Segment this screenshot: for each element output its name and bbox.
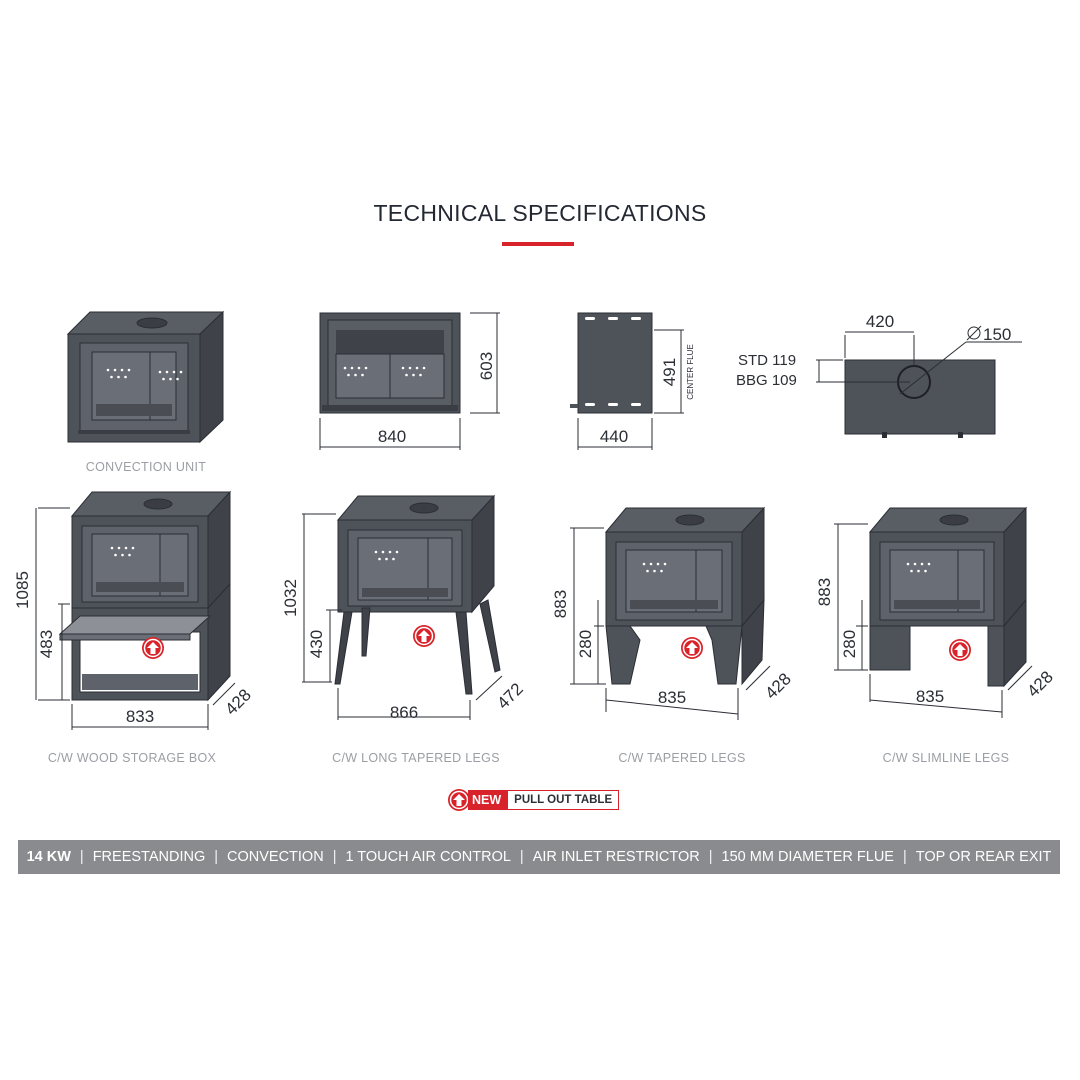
feature-separator: | [79,849,84,865]
front-width-label: 840 [378,427,406,446]
pull-out-table-label: PULL OUT TABLE [507,790,620,810]
feature-item: CONVECTION [227,849,324,865]
caption-convection-unit: CONVECTION UNIT [85,460,207,474]
long-legs-width-label: 866 [390,703,418,722]
top-view-drawing [816,325,1022,438]
side-depth-label: 440 [600,427,628,446]
tapered-depth-label: 428 [761,669,794,702]
long-legs-depth-label: 472 [493,679,526,712]
tapered-width-label: 835 [658,688,686,707]
top-width-label: 420 [866,312,894,331]
storage-inner-height-label: 483 [37,630,56,658]
slimline-inner-height-label: 280 [840,630,859,658]
std-label: STD 119 [738,352,796,369]
bbg-label: BBG 109 [736,372,797,389]
storage-height-label: 1085 [13,571,32,609]
convection-unit-drawing [66,310,225,444]
caption-long-tapered-legs: C/W LONG TAPERED LEGS [332,751,500,765]
side-view-drawing [570,312,684,450]
feature-item: AIR INLET RESTRICTOR [532,849,700,865]
title-underline [502,242,574,246]
long-tapered-legs-drawing [302,494,503,720]
feature-item: 1 TOUCH AIR CONTROL [345,849,511,865]
front-view-drawing [319,312,500,450]
tapered-inner-height-label: 280 [576,630,595,658]
tapered-legs-drawing [570,506,771,720]
side-flue-height-label: 491 [660,358,679,386]
slimline-height-label: 883 [815,578,834,606]
storage-depth-label: 428 [221,685,254,718]
long-legs-height-label: 1032 [281,579,300,617]
slimline-width-label: 835 [916,687,944,706]
pull-out-table-badge: NEW PULL OUT TABLE [448,789,620,811]
feature-bar: 14 KW | FREESTANDING | CONVECTION | 1 TO… [18,840,1060,874]
feature-separator: | [708,849,713,865]
feature-item: 14 KW [26,849,71,865]
caption-tapered-legs: C/W TAPERED LEGS [618,751,746,765]
feature-item: 150 MM DIAMETER FLUE [721,849,894,865]
flue-diameter-label: 150 [983,325,1011,344]
caption-slimline-legs: C/W SLIMLINE LEGS [882,751,1010,765]
feature-separator: | [902,849,907,865]
feature-item: FREESTANDING [92,849,206,865]
up-arrow-icon [448,789,470,811]
page-title: TECHNICAL SPECIFICATIONS [373,200,707,226]
center-flue-note: CENTER FLUE [686,344,695,400]
feature-separator: | [519,849,524,865]
front-height-label: 603 [477,352,496,380]
slimline-depth-label: 428 [1023,667,1056,700]
wood-storage-box-drawing [35,490,236,730]
new-tag: NEW [468,790,508,810]
feature-item: TOP OR REAR EXIT [915,849,1052,865]
storage-width-label: 833 [126,707,154,726]
caption-wood-storage-box: C/W WOOD STORAGE BOX [47,751,217,765]
long-legs-inner-height-label: 430 [307,630,326,658]
slimline-legs-drawing [834,506,1033,718]
feature-separator: | [214,849,219,865]
tapered-height-label: 883 [551,590,570,618]
feature-separator: | [332,849,337,865]
